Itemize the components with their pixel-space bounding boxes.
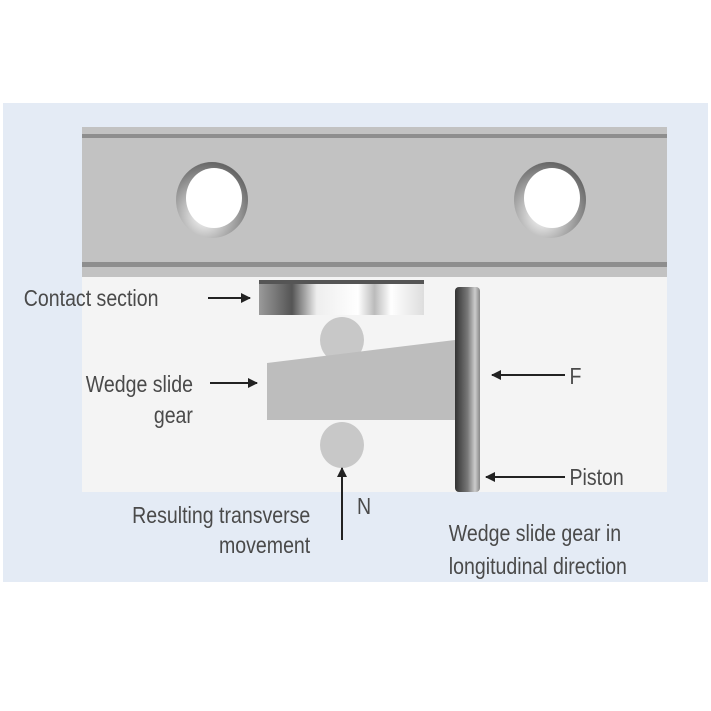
label-force-n: N — [357, 494, 371, 520]
label-contact-section: Contact section — [24, 286, 159, 312]
label-longitudinal-line2: longitudinal direction — [449, 554, 627, 580]
label-longitudinal-line1: Wedge slide gear in — [449, 521, 621, 547]
label-piston: Piston — [570, 465, 624, 491]
piston-plate — [455, 287, 480, 492]
roller-ball-bottom — [320, 422, 364, 468]
label-wedge-line1: Wedge slide — [86, 372, 193, 398]
contact-section-block — [259, 280, 424, 315]
label-transverse-line1: Resulting transverse — [132, 503, 310, 529]
label-transverse-line2: movement — [219, 533, 310, 559]
guide-rail — [82, 127, 667, 277]
label-force-f: F — [570, 364, 582, 390]
label-wedge-line2: gear — [154, 403, 193, 429]
roller-ball-top — [320, 317, 364, 363]
wedge-slide-gear — [267, 340, 455, 420]
